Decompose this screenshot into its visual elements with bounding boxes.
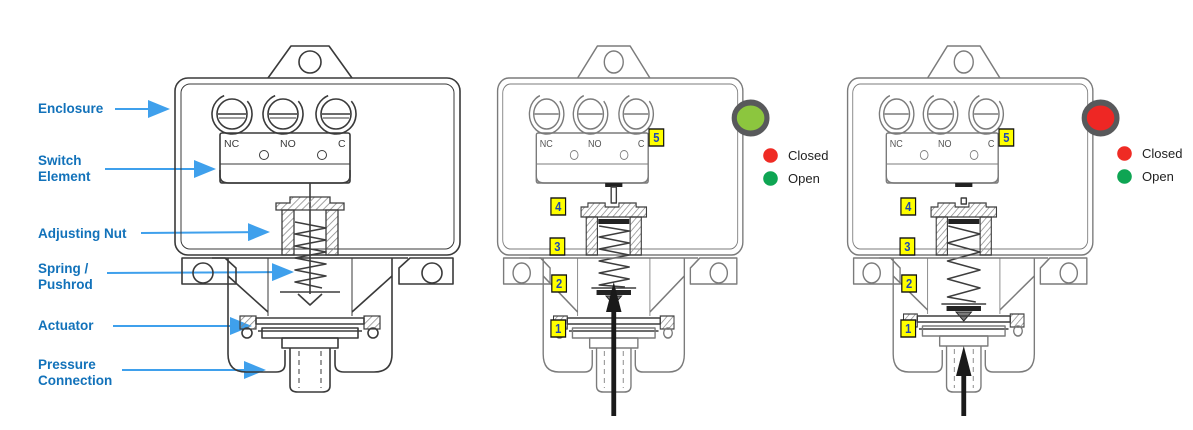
state-legend: Closed Open	[1117, 145, 1182, 191]
svg-text:2: 2	[906, 276, 912, 291]
badge-2: 2	[901, 274, 918, 293]
callout-pressure-connection: Pressure Connection	[38, 357, 113, 388]
callout-switch-element: Switch Element	[38, 153, 91, 184]
badge-5: 5	[648, 128, 665, 147]
terminal-label-nc: NC	[224, 138, 240, 150]
legend-label-open: Open	[788, 170, 820, 186]
switch-element: NC NO C	[885, 132, 999, 184]
terminal-label-nc: NC	[890, 138, 903, 150]
svg-text:1: 1	[905, 321, 911, 336]
terminal-label-no: NO	[280, 138, 296, 150]
closed-dot-icon	[1117, 145, 1132, 161]
actuator-housing	[879, 257, 1049, 373]
svg-text:4: 4	[905, 199, 911, 214]
actuator-housing	[529, 257, 699, 373]
enclosure	[496, 77, 744, 256]
open-dot-icon	[1117, 168, 1132, 184]
badge-5: 5	[998, 128, 1015, 147]
terminal-label-no: NO	[938, 138, 952, 150]
adjusting-nut	[580, 202, 648, 256]
legend-item-open: Open	[1117, 168, 1182, 184]
svg-text:4: 4	[555, 199, 561, 214]
adjusting-nut-arrow-icon	[140, 223, 270, 242]
legend-item-closed: Closed	[1117, 145, 1182, 161]
pressure-switch-drawing-open: NC NO C	[496, 45, 770, 416]
svg-text:3: 3	[904, 239, 910, 254]
terminal-label-c: C	[988, 138, 995, 150]
badge-2: 2	[551, 274, 568, 293]
actuator-housing	[212, 257, 408, 373]
callout-arrows	[105, 100, 294, 379]
terminal-label-no: NO	[588, 138, 602, 150]
switch-element: NC NO C	[219, 132, 351, 184]
badge-1: 1	[550, 319, 567, 338]
indicator-lamp-closed	[1081, 99, 1120, 137]
mounting-tab	[927, 45, 1001, 79]
spring	[941, 219, 987, 322]
indicator-lamp-open	[731, 99, 770, 137]
callout-enclosure: Enclosure	[38, 101, 104, 116]
mounting-tab	[577, 45, 651, 79]
enclosure-ears	[852, 257, 1088, 285]
terminal-screws	[211, 93, 357, 135]
mounting-tab	[267, 45, 353, 79]
legend-item-open: Open	[763, 170, 828, 186]
pressure-arrow-icon	[606, 282, 622, 416]
legend-label-open: Open	[1142, 168, 1174, 184]
svg-text:5: 5	[653, 130, 659, 145]
switch-element: NC NO C	[535, 132, 649, 184]
step-badges: 5 4 3 2 1	[549, 128, 665, 338]
spring-pushrod-arrow-icon	[106, 263, 294, 282]
legend-item-closed: Closed	[763, 147, 828, 163]
spring	[280, 221, 340, 306]
actuator	[239, 315, 381, 349]
pressure-switch-drawing: NC NO C	[174, 45, 461, 393]
step-badges: 5 4 3 2 1	[899, 128, 1015, 338]
callout-adjusting-nut: Adjusting Nut	[38, 226, 127, 241]
badge-3: 3	[549, 237, 566, 256]
open-dot-icon	[763, 170, 778, 186]
svg-text:3: 3	[554, 239, 560, 254]
legend-label-closed: Closed	[1142, 145, 1183, 161]
closed-dot-icon	[763, 147, 778, 163]
svg-text:1: 1	[555, 321, 561, 336]
badge-4: 4	[550, 197, 567, 216]
badge-3: 3	[899, 237, 916, 256]
svg-text:5: 5	[1003, 130, 1009, 145]
pressure-switch-drawing-closed: NC NO C	[846, 45, 1120, 416]
terminal-label-c: C	[338, 138, 346, 150]
adjusting-nut	[275, 196, 345, 256]
callout-actuator: Actuator	[38, 318, 94, 333]
pressure-arrow-icon	[956, 346, 972, 416]
terminal-label-c: C	[638, 138, 645, 150]
badge-1: 1	[900, 319, 917, 338]
terminal-label-nc: NC	[540, 138, 553, 150]
enclosure	[174, 77, 461, 256]
pushrod	[955, 183, 973, 205]
legend-label-closed: Closed	[788, 147, 829, 163]
adjusting-nut	[930, 202, 998, 256]
callout-spring-pushrod: Spring / Pushrod	[38, 261, 93, 292]
badge-4: 4	[900, 197, 917, 216]
state-legend: Closed Open	[763, 147, 828, 193]
pressure-connection	[289, 348, 331, 393]
svg-text:2: 2	[556, 276, 562, 291]
pushrod	[605, 183, 623, 204]
